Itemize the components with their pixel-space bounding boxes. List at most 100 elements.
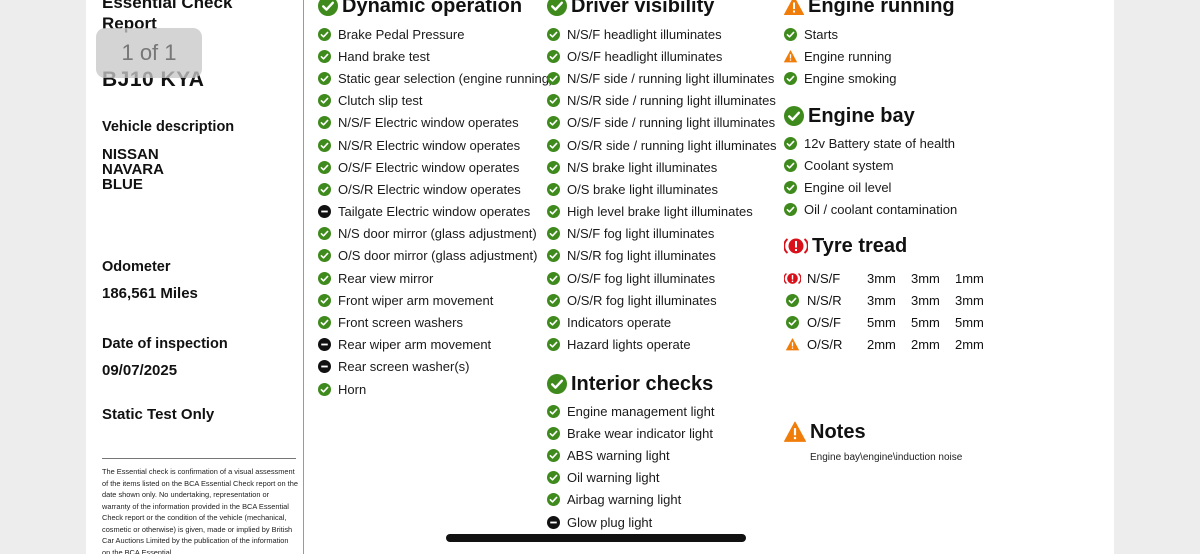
notes-heading: Notes [784,420,962,444]
check-circle-icon [547,160,560,174]
check-circle-icon [547,116,560,130]
check-circle-icon [784,71,797,85]
checklist-item-label: O/S/F fog light illuminates [567,270,716,286]
engine-bay-heading: Engine bay [784,104,957,128]
check-circle-icon [547,404,560,418]
tread-depth-middle: 2mm [911,337,940,353]
checklist-item: Brake Pedal Pressure [318,23,553,45]
checklist-item-label: Rear view mirror [338,270,434,286]
check-circle-icon [547,49,560,63]
check-circle-icon [547,71,560,85]
check-circle-icon [318,116,331,130]
checklist-item-label: N/S/F Electric window operates [338,115,519,131]
checklist-item-label: N/S/R side / running light illuminates [567,93,776,109]
notes-section: Notes Engine bay\engine\induction noise [784,420,962,463]
checklist-item: O/S/F fog light illuminates [547,267,777,289]
checklist-item: O/S/F side / running light illuminates [547,112,777,134]
check-circle-icon [547,182,560,196]
vehicle-info-column: Essential Check Report BJ10 KYA Vehicle … [86,0,304,554]
checklist-item: O/S/F Electric window operates [318,156,553,178]
checklist-item-label: Engine smoking [804,70,897,86]
checklist-item-label: Oil / coolant contamination [804,202,958,218]
check-circle-icon [318,293,331,307]
checklist-item-label: Indicators operate [567,315,672,331]
checklist-item: Hand brake test [318,45,553,67]
interior-checks-heading: Interior checks [547,372,714,396]
checklist-item: Horn [318,378,553,400]
minus-circle-icon [318,205,331,219]
check-circle-icon [547,471,560,485]
warning-triangle-icon [784,421,806,443]
checklist-item-label: Hazard lights operate [567,337,691,353]
checklist-item-label: Engine oil level [804,179,892,195]
tyre-position: O/S/F [807,314,841,330]
odometer-value: 186,561 Miles [102,285,198,302]
checklist-item: Engine management light [547,400,714,422]
checklist-item-label: O/S door mirror (glass adjustment) [338,248,538,264]
checklist-item-label: N/S door mirror (glass adjustment) [338,226,537,242]
minus-circle-icon [547,515,560,529]
check-circle-icon [547,271,560,285]
tyre-position: N/S/R [807,292,842,308]
checklist-item-label: Rear wiper arm movement [338,337,492,353]
tread-depth-middle: 3mm [911,270,940,286]
check-circle-icon [318,0,338,16]
checklist-item-label: Starts [804,26,838,42]
checklist-item-label: Oil warning light [567,470,660,486]
tread-depth-outer: 3mm [955,292,984,308]
check-circle-icon [318,249,331,263]
check-circle-icon [786,293,799,307]
checklist-item-label: Glow plug light [567,514,653,530]
check-circle-icon [784,203,797,217]
checklist-item-label: N/S/R fog light illuminates [567,248,716,264]
check-circle-icon [786,315,799,329]
checklist-item: Glow plug light [547,511,714,533]
tyre-position: O/S/R [807,337,843,353]
checklist-item: N/S/F side / running light illuminates [547,67,777,89]
home-indicator-bar[interactable] [446,534,746,542]
check-circle-icon [318,316,331,330]
checklist-item: O/S/F headlight illuminates [547,45,777,67]
tread-depth-middle: 3mm [911,292,940,308]
checklist-item: N/S/F fog light illuminates [547,223,777,245]
vehicle-description-label: Vehicle description [102,119,235,135]
checklist-item: High level brake light illuminates [547,201,777,223]
check-circle-icon [547,94,560,108]
checklist-item-label: Hand brake test [338,48,430,64]
tread-depth-inner: 5mm [867,314,896,330]
section-title: Driver visibility [571,0,715,17]
checklist-item: Front wiper arm movement [318,289,553,311]
check-circle-icon [318,227,331,241]
tyre-tread-heading: Tyre tread [784,234,999,258]
check-circle-icon [547,493,560,507]
checklist-item: O/S/R fog light illuminates [547,289,777,311]
warning-triangle-icon [784,0,804,16]
engine-running-heading: Engine running [784,0,955,18]
report-page: Essential Check Report BJ10 KYA Vehicle … [86,0,1114,554]
warning-triangle-icon [784,50,797,63]
disclaimer-text: The Essential check is confirmation of a… [102,467,298,554]
tread-depth-outer: 5mm [955,314,984,330]
check-circle-icon [318,382,331,396]
checklist-item: O/S/R side / running light illuminates [547,134,777,156]
checklist-item-label: N/S/F headlight illuminates [567,26,722,42]
date-label: Date of inspection [102,336,228,352]
checklist-item-label: N/S/F fog light illuminates [567,226,715,242]
section-title: Notes [810,420,866,443]
checklist-item: Airbag warning light [547,489,714,511]
checklist-item-label: ABS warning light [567,447,670,463]
checklist-item-label: N/S/F side / running light illuminates [567,70,775,86]
checklist-item-label: O/S brake light illuminates [567,181,719,197]
checklist-item-label: O/S/F headlight illuminates [567,48,723,64]
checklist-item: Clutch slip test [318,90,553,112]
checklist-item-label: Engine management light [567,403,715,419]
checklist-item: Brake wear indicator light [547,422,714,444]
vehicle-make: NISSAN [102,146,159,163]
vehicle-description: NISSAN NAVARA BLUE [102,147,164,192]
